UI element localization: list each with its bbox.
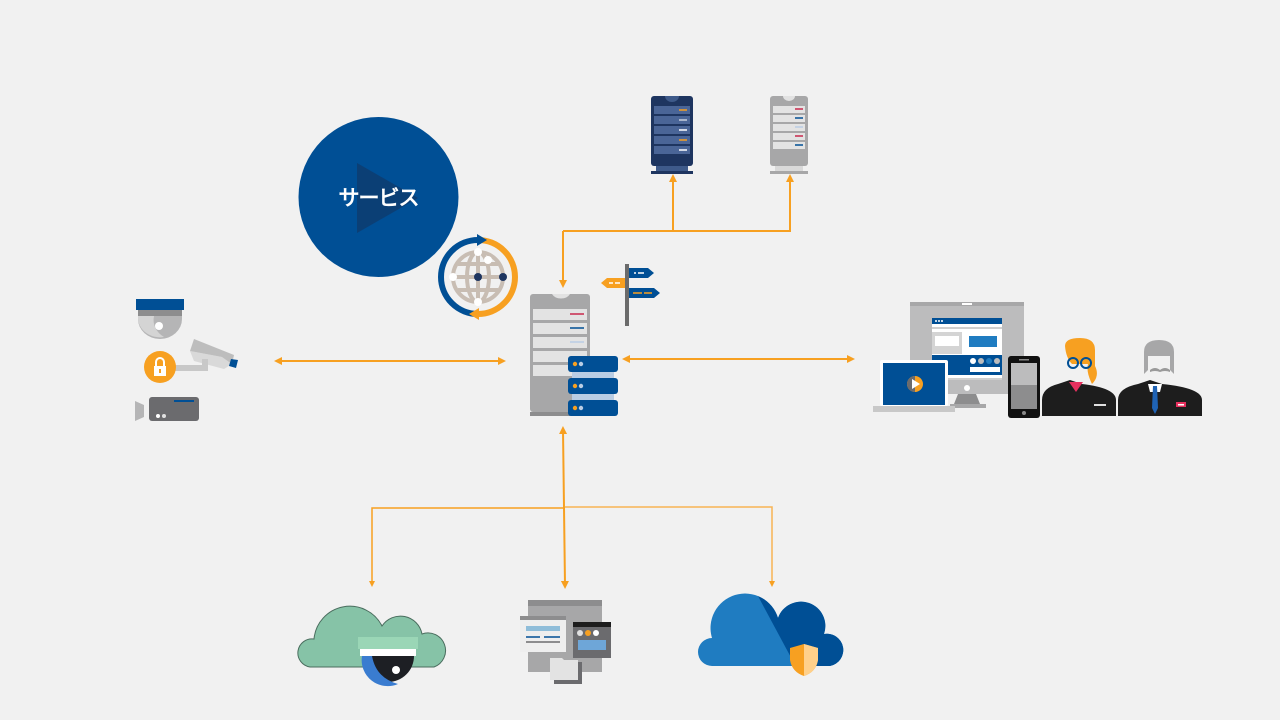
service-title: サービス <box>338 186 420 210</box>
devices-and-users-icon[interactable] <box>870 300 1205 422</box>
video-camera-icon <box>135 397 199 421</box>
desktop-monitor-icon <box>910 302 1024 408</box>
lock-icon <box>144 351 176 383</box>
edge-to-secure-cloud <box>565 506 775 587</box>
shield-icon <box>790 644 818 676</box>
central-server-icon[interactable] <box>528 294 620 418</box>
dome-camera-icon <box>136 299 184 339</box>
edge-to-server-light <box>563 174 794 232</box>
user-woman-icon <box>1042 338 1116 416</box>
server-tower-light-icon[interactable] <box>770 96 810 174</box>
app-windows-icon[interactable] <box>518 596 614 688</box>
cloud-camera-icon[interactable] <box>297 600 450 688</box>
user-man-icon <box>1118 340 1202 416</box>
server-tower-dark-icon[interactable] <box>651 96 694 174</box>
laptop-icon <box>873 360 955 412</box>
globe-sync-icon <box>438 234 518 320</box>
security-camera-group-icon[interactable] <box>134 299 244 423</box>
edge-central-apps <box>559 426 569 589</box>
signpost-icon <box>601 264 660 326</box>
play-icon <box>357 163 418 233</box>
service-badge[interactable] <box>298 117 459 277</box>
smartphone-icon <box>1008 356 1040 418</box>
cloud-shield-icon[interactable] <box>698 593 846 678</box>
server-stack <box>568 356 618 416</box>
edge-to-cloud-camera <box>369 507 563 587</box>
bullet-camera-icon <box>174 339 238 371</box>
